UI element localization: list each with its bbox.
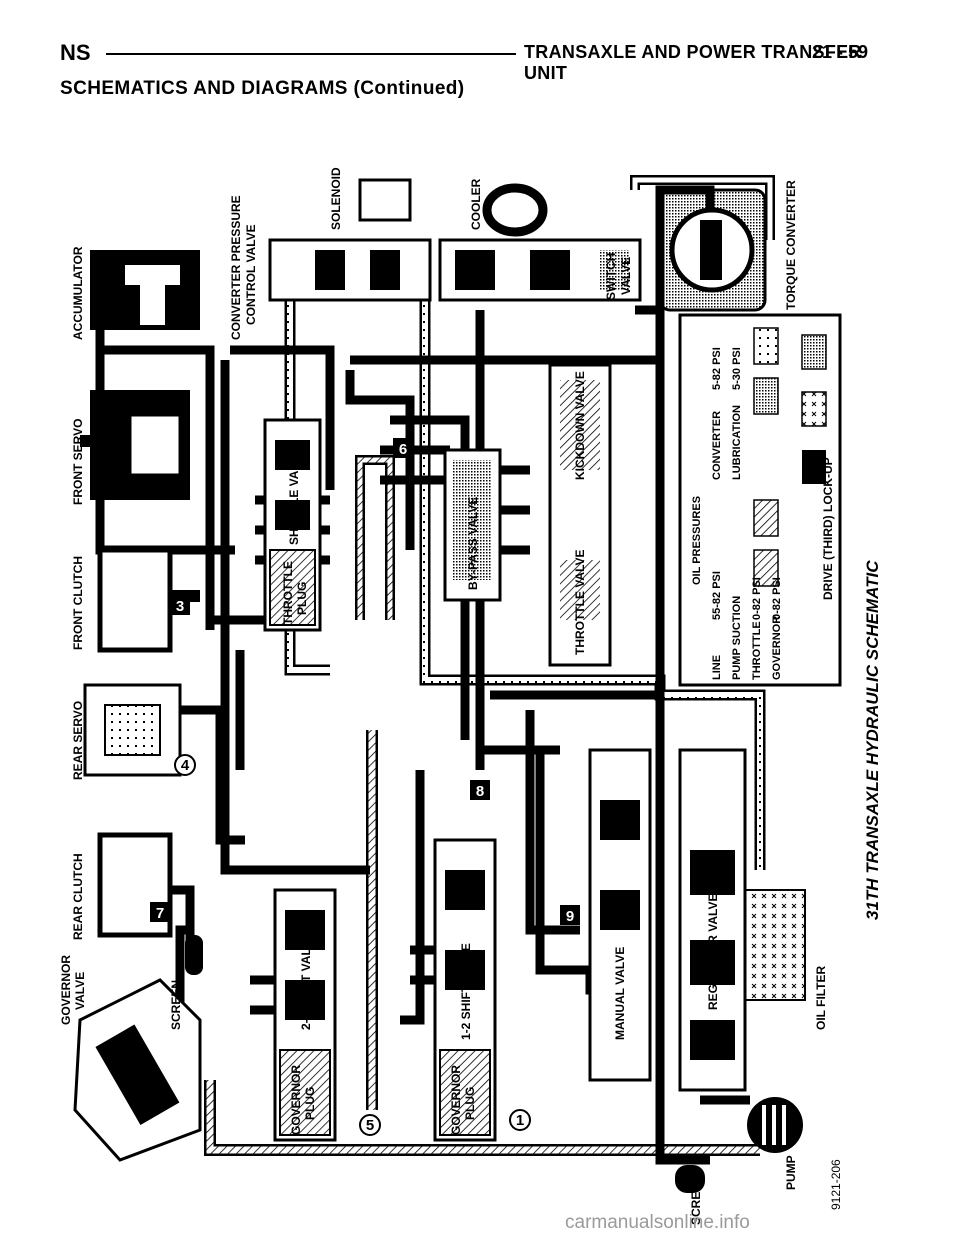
label-governor-plug-right: GOVERNOR <box>449 1065 463 1135</box>
legend-heading: OIL PRESSURES <box>691 496 703 585</box>
hydraulic-schematic: 1 3 4 5 6 7 8 9 ACCUMULATOR FRONT SERVO … <box>60 167 880 1225</box>
header-model-code: NS <box>60 40 91 65</box>
label-throttle-plug: THROTTLE <box>281 561 295 625</box>
switch-valve <box>438 238 642 302</box>
label-oil-filter: OIL FILTER <box>814 965 828 1030</box>
label-pump: PUMP <box>784 1155 798 1190</box>
regulator-valve <box>678 748 747 1092</box>
check-ball-3-label: 3 <box>176 598 184 615</box>
check-ball-9: 9 <box>560 905 580 925</box>
figure-code: 9121-206 <box>829 1159 843 1210</box>
bypass-valve <box>443 448 502 602</box>
legend-converter-value: 5-82 PSI <box>711 347 723 390</box>
check-ball-4-label: 4 <box>181 757 190 774</box>
check-ball-4: 4 <box>174 754 196 776</box>
label-shuttle-valve: SHUTTLE VALVE <box>287 448 301 545</box>
legend-throttle-value: 0-82 PSI <box>751 577 763 620</box>
legend-lubrication-value: 5-30 PSI <box>731 347 743 390</box>
header-rule <box>106 53 516 55</box>
label-throttle-valve: THROTTLE VALVE <box>573 549 587 655</box>
manual-valve <box>588 748 652 1082</box>
label-converter-pressure-2: CONTROL VALVE <box>244 224 258 325</box>
label-switch-valve-2: VALVE <box>619 257 633 295</box>
label-shift-valve-2-3: 2-3 SHIFT VALVE <box>299 933 313 1030</box>
section-subheading: SCHEMATICS AND DIAGRAMS (Continued) <box>60 78 465 99</box>
header-page-number: 21 - 59 <box>812 42 869 62</box>
oil-pressure-legend <box>678 313 842 687</box>
cooler <box>482 183 548 237</box>
label-front-clutch: FRONT CLUTCH <box>71 556 85 650</box>
rear-servo <box>83 683 182 777</box>
label-cooler: COOLER <box>469 178 483 230</box>
shift-valve-1-2 <box>433 838 497 1142</box>
legend-converter: CONVERTER <box>711 411 723 480</box>
label-governor-valve-2: VALVE <box>73 972 87 1010</box>
legend-line-value: 55-82 PSI <box>711 571 723 620</box>
legend-governor-value: 0-82 PSI <box>771 577 783 620</box>
legend-line: LINE <box>711 655 723 680</box>
label-screen-top: SCREEN <box>169 980 183 1030</box>
torque-converter <box>658 188 767 312</box>
label-accumulator: ACCUMULATOR <box>71 246 85 340</box>
figure-title: 31TH TRANSAXLE HYDRAULIC SCHEMATIC <box>863 560 880 920</box>
label-governor-plug-right-2: PLUG <box>463 1087 477 1120</box>
converter-pressure-control-valve <box>268 178 432 302</box>
label-governor-plug-left-2: PLUG <box>303 1087 317 1120</box>
label-governor-plug-left: GOVERNOR <box>289 1065 303 1135</box>
label-switch-valve: SWITCH <box>604 253 618 300</box>
pump <box>747 1097 803 1153</box>
kickdown-valve <box>548 363 612 667</box>
governor-valve <box>73 978 202 1162</box>
check-ball-6: 6 <box>393 438 413 458</box>
header-section-title: TRANSAXLE AND POWER TRANSFER UNIT <box>524 42 862 83</box>
check-ball-5-label: 5 <box>366 1117 374 1134</box>
check-ball-3: 3 <box>170 595 190 615</box>
label-converter-pressure: CONVERTER PRESSURE <box>229 195 243 340</box>
check-ball-7-label: 7 <box>156 905 164 922</box>
legend-governor: GOVERNOR <box>771 616 783 680</box>
legend-lubrication: LUBRICATION <box>731 405 743 480</box>
label-front-servo: FRONT SERVO <box>71 419 85 505</box>
converter-lines <box>284 175 775 870</box>
check-ball-6-label: 6 <box>399 441 407 458</box>
label-manual-valve: MANUAL VALVE <box>613 947 627 1040</box>
shuttle-valve <box>263 418 322 632</box>
label-regulator-valve: REGULATOR VALVE <box>706 894 720 1010</box>
screen-lower <box>675 1165 705 1193</box>
page-header: NS TRANSAXLE AND POWER TRANSFER UNIT 21 … <box>60 40 878 83</box>
label-shift-valve-1-2: 1-2 SHIFT VALVE <box>459 943 473 1040</box>
lube-circuit <box>204 455 760 1156</box>
label-bypass-valve: BY-PASS VALVE <box>466 497 480 590</box>
label-throttle-plug-2: PLUG <box>295 582 309 615</box>
check-ball-8-label: 8 <box>476 783 484 800</box>
label-kickdown-valve: KICKDOWN VALVE <box>573 371 587 480</box>
legend-pump-suction: PUMP SUCTION <box>731 596 743 680</box>
label-solenoid: SOLENOID <box>329 167 343 230</box>
label-screen-bottom: SCREEN <box>689 1175 703 1225</box>
front-servo <box>80 390 190 500</box>
label-torque-converter: TORQUE CONVERTER <box>784 180 798 310</box>
check-ball-7: 7 <box>150 902 170 922</box>
check-balls: 1 3 4 5 6 7 8 9 <box>150 438 580 1136</box>
front-clutch <box>97 547 200 653</box>
check-ball-1-label: 1 <box>516 1112 524 1129</box>
check-ball-1: 1 <box>509 1109 531 1131</box>
shift-valve-2-3 <box>273 888 337 1142</box>
check-ball-9-label: 9 <box>566 908 574 925</box>
label-rear-servo: REAR SERVO <box>71 701 85 780</box>
check-ball-8: 8 <box>470 780 490 800</box>
watermark: carmanualsonline.info <box>565 1212 750 1233</box>
legend-throttle: THROTTLE <box>751 621 763 680</box>
check-ball-5: 5 <box>359 1114 381 1136</box>
label-rear-clutch: REAR CLUTCH <box>71 853 85 940</box>
screen-upper <box>185 935 203 975</box>
legend-mode: DRIVE (THIRD) LOCK-UP <box>821 457 835 600</box>
accumulator <box>90 250 200 330</box>
oil-filter <box>744 889 806 1001</box>
label-governor-valve: GOVERNOR <box>60 955 73 1025</box>
